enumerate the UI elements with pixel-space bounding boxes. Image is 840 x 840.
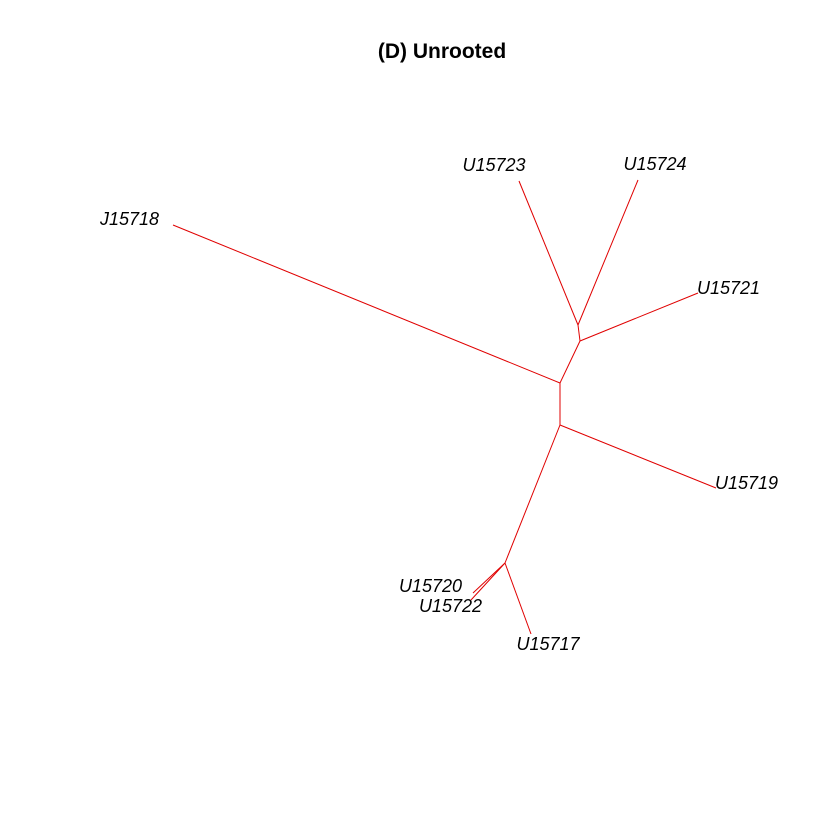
edge-to-U15720	[472, 562, 506, 594]
edge-to-U15721	[579, 292, 699, 342]
internal-edge	[504, 424, 561, 564]
edge-to-J15718	[172, 224, 561, 384]
edge-to-U15717	[504, 562, 532, 635]
internal-edge	[559, 340, 581, 384]
tip-label-u15717: U15717	[516, 634, 580, 654]
edge-to-U15722	[470, 562, 506, 601]
tip-label-u15724: U15724	[623, 154, 686, 174]
internal-edge	[577, 324, 581, 342]
tip-label-u15722: U15722	[419, 596, 482, 616]
tip-label-u15723: U15723	[462, 155, 525, 175]
tip-label-j15718: J15718	[99, 209, 159, 229]
edge-to-U15719	[559, 424, 717, 489]
plot-title: (D) Unrooted	[378, 40, 506, 63]
tip-label-u15720: U15720	[399, 576, 462, 596]
edge-to-U15723	[518, 180, 579, 326]
edge-to-U15724	[577, 179, 639, 326]
tip-label-u15719: U15719	[715, 473, 778, 493]
tip-label-u15721: U15721	[697, 278, 760, 298]
tree-edges	[172, 179, 717, 635]
